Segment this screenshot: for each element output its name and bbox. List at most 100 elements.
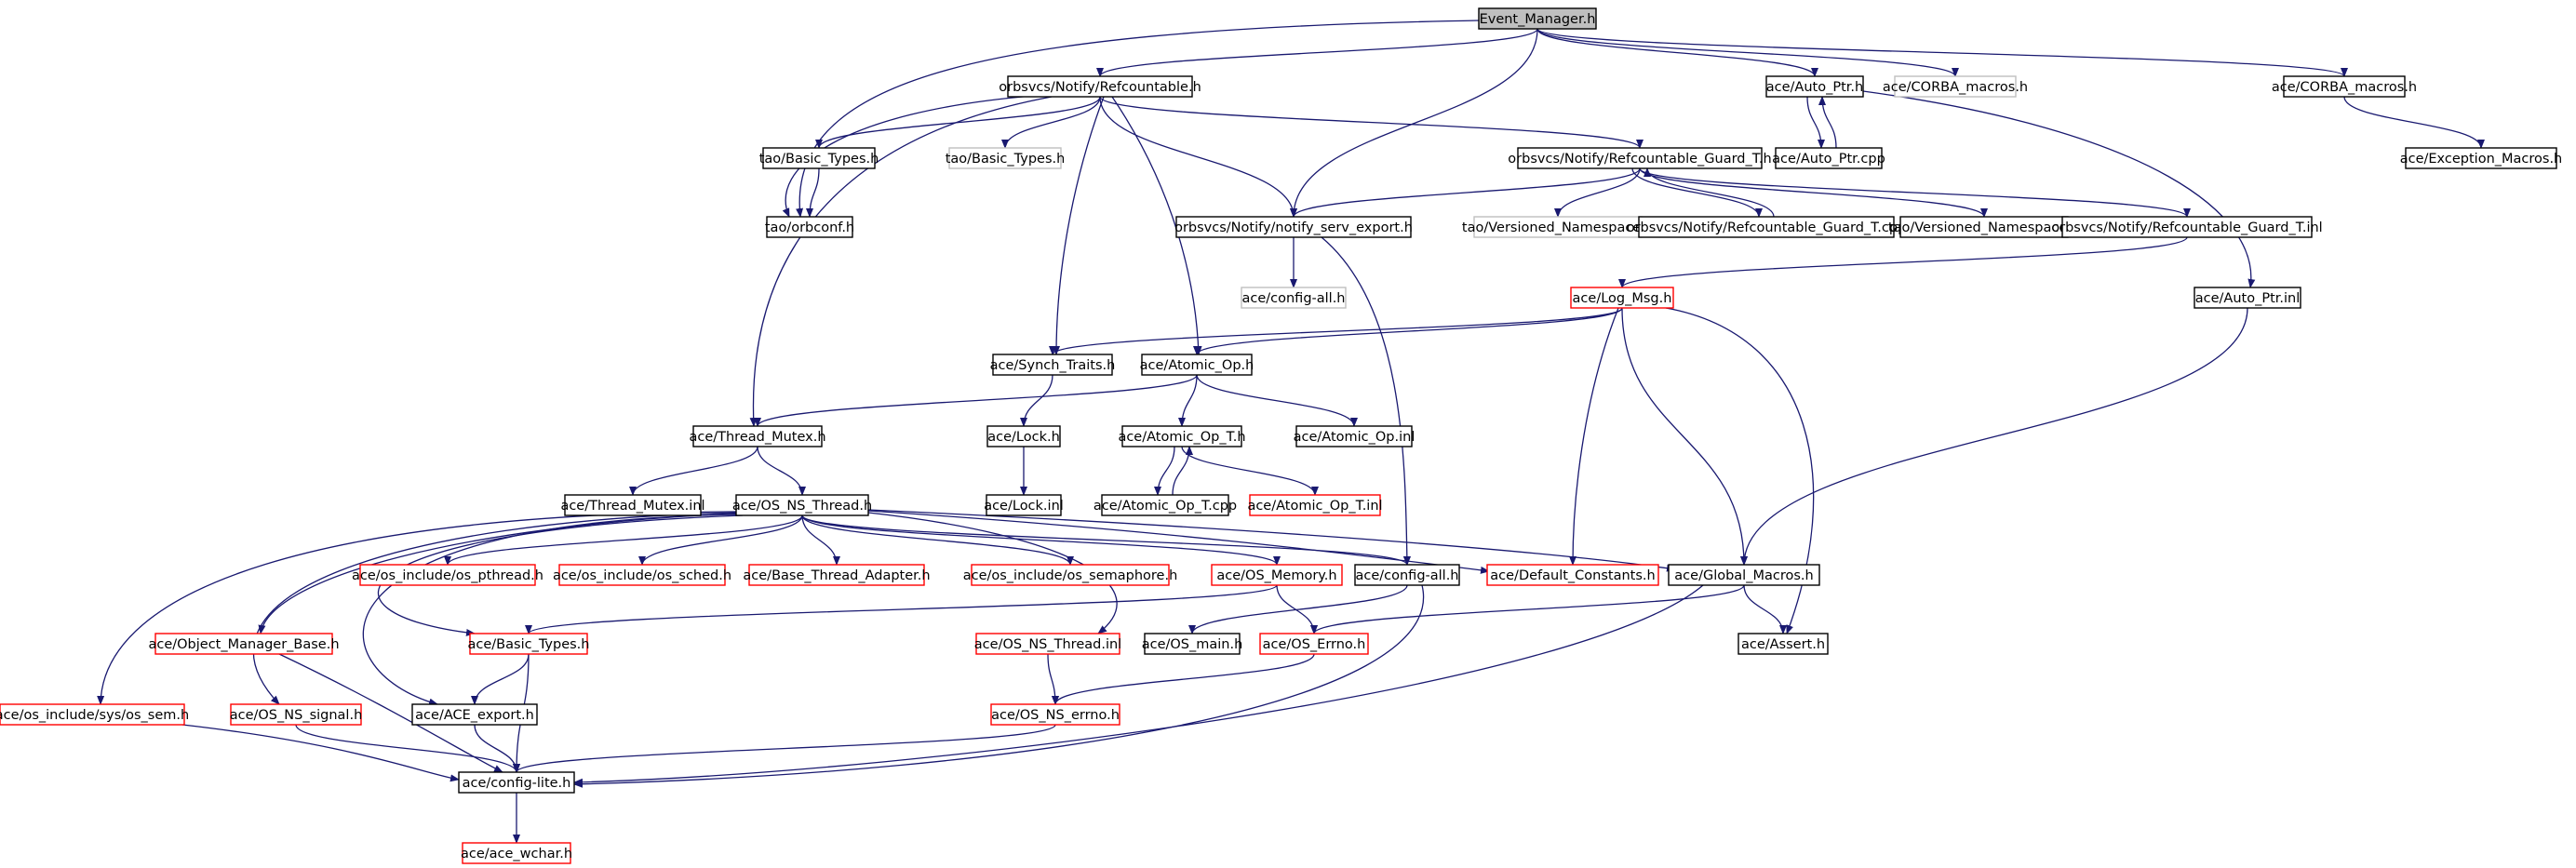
node-lock-inl[interactable]: ace/Lock.inl: [984, 494, 1064, 516]
node-os-main[interactable]: ace/OS_main.h: [1142, 633, 1243, 655]
node-refcountable[interactable]: orbsvcs/Notify/Refcountable.h: [999, 75, 1201, 98]
node-global-macros[interactable]: ace/Global_Macros.h: [1668, 564, 1820, 586]
node-box: [2061, 216, 2313, 238]
node-os-ns-signal[interactable]: ace/OS_NS_signal.h: [230, 703, 363, 726]
node-os-sem[interactable]: ace/os_include/sys/os_sem.h: [0, 703, 189, 726]
node-label: ace/Default_Constants.h: [1490, 568, 1655, 583]
node-atomic-op-t-inl[interactable]: ace/Atomic_Op_T.inl: [1247, 494, 1383, 516]
node-atomic-op-inl[interactable]: ace/Atomic_Op.inl: [1294, 425, 1415, 447]
node-refguard-h[interactable]: orbsvcs/Notify/Refcountable_Guard_T.h: [1508, 147, 1772, 169]
node-label: ace/Assert.h: [1741, 637, 1825, 652]
node-box: [992, 354, 1113, 376]
node-auto-ptr-cpp[interactable]: ace/Auto_Ptr.cpp: [1772, 147, 1885, 169]
node-tao-basic-types-gray[interactable]: tao/Basic_Types.h: [946, 147, 1066, 169]
node-label: ace/ace_wchar.h: [461, 847, 572, 861]
node-refguard-cpp[interactable]: orbsvcs/Notify/Refcountable_Guard_T.cpp: [1627, 216, 1907, 238]
node-box: [1737, 633, 1829, 655]
edge-refguard_inl-to-log_msg: [1618, 236, 2188, 288]
node-lock-h[interactable]: ace/Lock.h: [986, 425, 1061, 447]
node-ace-export[interactable]: ace/ACE_export.h: [411, 703, 538, 726]
node-box: [1775, 147, 1883, 169]
edge-ace_export-to-config_lite: [474, 724, 520, 773]
node-os-errno[interactable]: ace/OS_Errno.h: [1259, 633, 1369, 655]
node-event-manager[interactable]: Event_Manager.h: [1478, 7, 1597, 30]
node-box: [1211, 564, 1343, 586]
edge-os_ns_thread_h-to-object_manager_base: [258, 513, 737, 634]
edge-event_manager-to-corba_macros_gray: [1536, 28, 1959, 77]
node-config-lite[interactable]: ace/config-lite.h: [458, 771, 575, 794]
node-auto-ptr-inl[interactable]: ace/Auto_Ptr.inl: [2194, 287, 2301, 309]
node-atomic-op-t-cpp[interactable]: ace/Atomic_Op_T.cpp: [1093, 494, 1237, 516]
node-label: orbsvcs/Notify/notify_serv_export.h: [1174, 220, 1413, 235]
node-atomic-op-h[interactable]: ace/Atomic_Op.h: [1140, 354, 1254, 376]
node-atomic-op-t-h[interactable]: ace/Atomic_Op_T.h: [1118, 425, 1246, 447]
node-label: ace/Atomic_Op_T.inl: [1247, 499, 1382, 514]
node-box: [1478, 7, 1597, 30]
edge-refcountable-to-refguard_h: [1099, 96, 1644, 149]
node-refguard-inl[interactable]: orbsvcs/Notify/Refcountable_Guard_T.inl: [2051, 216, 2323, 238]
edge-event_manager-to-auto_ptr_h: [1536, 28, 1818, 77]
node-box: [1121, 425, 1242, 447]
edge-refguard_h-to-refguard_inl: [1639, 167, 2191, 218]
node-corba-macros[interactable]: ace/CORBA_macros.h: [2272, 75, 2417, 98]
node-box: [564, 494, 702, 516]
node-box: [458, 771, 575, 794]
node-box: [1486, 564, 1659, 586]
edge-os_ns_thread_inl-to-os_ns_errno: [1047, 653, 1059, 705]
node-label: tao/orbconf.h: [765, 220, 854, 235]
node-box: [1141, 354, 1253, 376]
node-versioned-ns-gray[interactable]: tao/Versioned_Namespace.h: [1462, 216, 1654, 238]
node-log-msg[interactable]: ace/Log_Msg.h: [1570, 287, 1674, 309]
edge-notify_serv_export-to-config_all: [1321, 236, 1411, 566]
edge-tao_basic_types-to-orbconf: [806, 167, 820, 218]
node-label: ace/os_include/os_pthread.h: [352, 568, 543, 583]
node-ace-wchar[interactable]: ace/ace_wchar.h: [461, 842, 572, 864]
node-box: [986, 425, 1061, 447]
edge-os_ns_thread_h-to-ace_export: [362, 514, 741, 706]
node-default-constants[interactable]: ace/Default_Constants.h: [1486, 564, 1659, 586]
node-box: [411, 703, 538, 726]
node-os-memory[interactable]: ace/OS_Memory.h: [1211, 564, 1343, 586]
node-label: tao/Basic_Types.h: [946, 152, 1066, 167]
node-label: ace/CORBA_macros.h: [1883, 80, 2028, 95]
node-label: ace/config-all.h: [1355, 568, 1458, 583]
edge-thread_mutex_h-to-os_ns_thread_h: [757, 446, 806, 496]
node-label: ace/OS_NS_errno.h: [991, 708, 1120, 723]
node-thread-mutex-inl[interactable]: ace/Thread_Mutex.inl: [560, 494, 705, 516]
node-thread-mutex-h[interactable]: ace/Thread_Mutex.h: [689, 425, 826, 447]
node-label: ace/Auto_Ptr.h: [1766, 80, 1863, 95]
node-ace-basic-types[interactable]: ace/Basic_Types.h: [468, 633, 590, 655]
node-os-sched[interactable]: ace/os_include/os_sched.h: [553, 564, 731, 586]
node-config-all-gray[interactable]: ace/config-all.h: [1241, 287, 1347, 309]
node-os-ns-thread-h[interactable]: ace/OS_NS_Thread.h: [732, 494, 872, 516]
node-assert-h[interactable]: ace/Assert.h: [1737, 633, 1829, 655]
node-label: orbsvcs/Notify/Refcountable_Guard_T.inl: [2051, 220, 2322, 235]
node-notify-serv-export[interactable]: orbsvcs/Notify/notify_serv_export.h: [1174, 216, 1413, 238]
node-config-all[interactable]: ace/config-all.h: [1354, 564, 1460, 586]
node-exception-macros[interactable]: ace/Exception_Macros.h: [2400, 147, 2563, 169]
node-os-pthread[interactable]: ace/os_include/os_pthread.h: [352, 564, 543, 586]
node-label: ace/ACE_export.h: [415, 708, 534, 723]
node-os-ns-thread-inl[interactable]: ace/OS_NS_Thread.inl: [974, 633, 1121, 655]
node-box: [1638, 216, 1895, 238]
node-object-manager-base[interactable]: ace/Object_Manager_Base.h: [148, 633, 340, 655]
node-label: ace/Basic_Types.h: [468, 637, 590, 652]
node-box: [975, 633, 1120, 655]
node-label: tao/Basic_Types.h: [759, 152, 879, 167]
node-tao-basic-types[interactable]: tao/Basic_Types.h: [759, 147, 879, 169]
node-base-thread-adapter[interactable]: ace/Base_Thread_Adapter.h: [743, 564, 931, 586]
node-auto-ptr-h[interactable]: ace/Auto_Ptr.h: [1765, 75, 1864, 98]
node-os-semaphore[interactable]: ace/os_include/os_semaphore.h: [963, 564, 1178, 586]
edge-os_sem-to-config_lite: [181, 724, 460, 782]
node-os-ns-errno[interactable]: ace/OS_NS_errno.h: [990, 703, 1120, 726]
node-box: [558, 564, 726, 586]
node-label: orbsvcs/Notify/Refcountable_Guard_T.cpp: [1627, 220, 1907, 235]
edge-os_ns_thread_h-to-os_memory: [801, 514, 1281, 566]
node-orbconf[interactable]: tao/orbconf.h: [765, 216, 854, 238]
node-box: [986, 494, 1062, 516]
node-synch-traits[interactable]: ace/Synch_Traits.h: [990, 354, 1116, 376]
node-label: ace/Lock.inl: [984, 499, 1064, 514]
node-corba-macros-gray[interactable]: ace/CORBA_macros.h: [1883, 75, 2028, 98]
edge-auto_ptr_h-to-auto_ptr_inl: [1862, 90, 2256, 288]
node-label: orbsvcs/Notify/Refcountable_Guard_T.h: [1508, 152, 1771, 167]
